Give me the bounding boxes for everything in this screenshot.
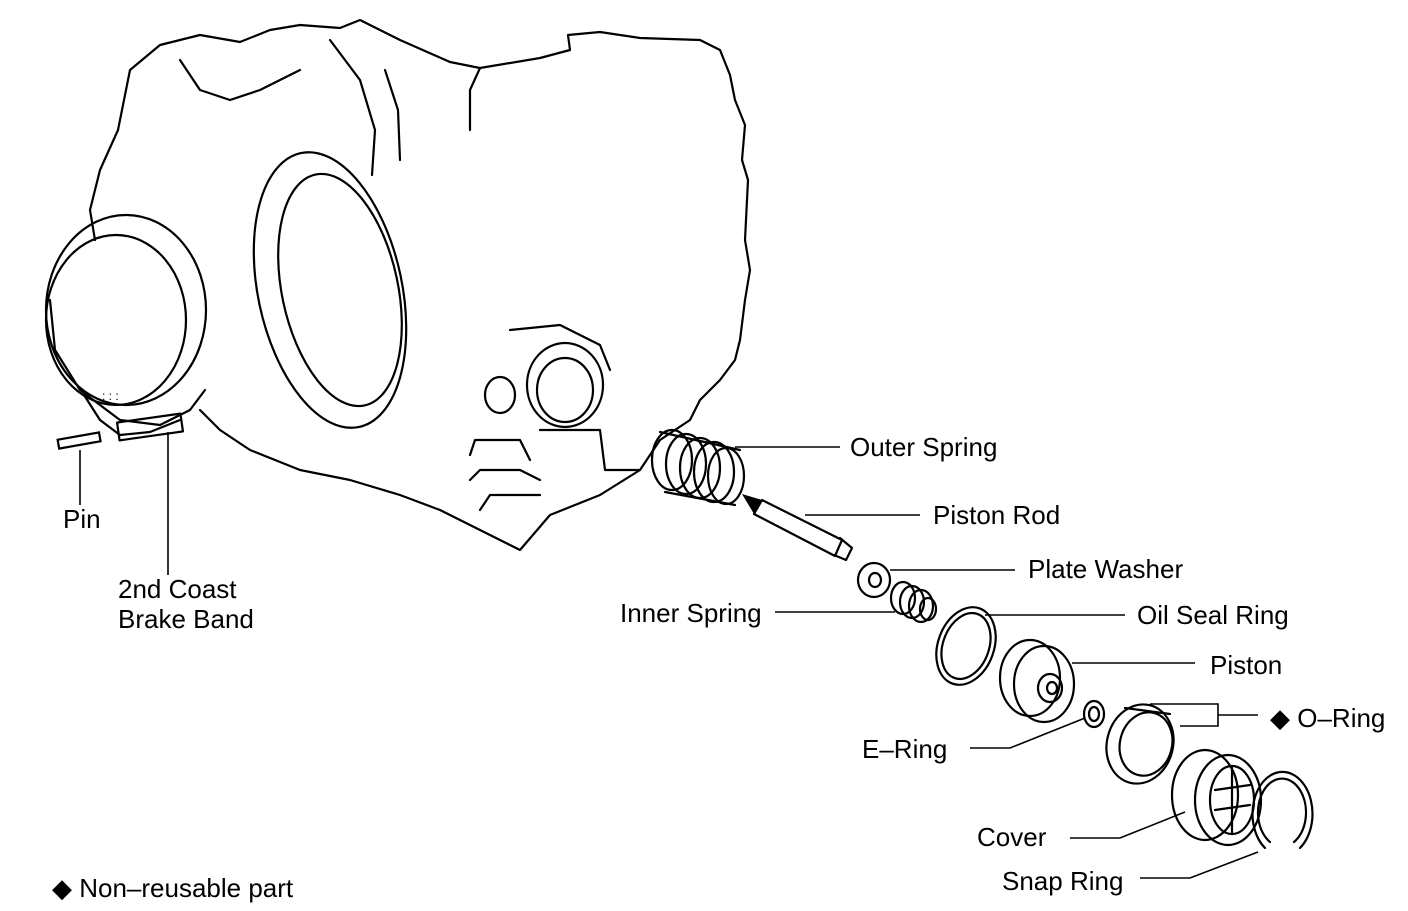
svg-text:: : :: : : : <box>102 389 119 403</box>
cover-leader <box>1070 811 1186 839</box>
transmission-case <box>88 18 752 552</box>
legend-text: Non–reusable part <box>79 873 294 903</box>
label-e-ring: E–Ring <box>862 734 948 764</box>
plate-washer-part <box>856 561 892 599</box>
legend-symbol: ◆ <box>52 873 72 903</box>
non-reusable-marker: ◆ <box>1270 703 1290 733</box>
pin-part <box>56 431 102 450</box>
legend: ◆ Non–reusable part <box>52 873 293 903</box>
label-piston-rod: Piston Rod <box>933 500 1061 530</box>
e-ring-part <box>1082 699 1106 729</box>
cover-part <box>1170 748 1263 847</box>
outer-spring-part <box>650 428 746 507</box>
brake-band: : : : <box>44 213 208 442</box>
label-o-ring: ◆ O–Ring <box>1270 703 1385 733</box>
label-snap-ring: Snap Ring <box>1002 866 1124 896</box>
o-ring-part <box>1105 703 1175 785</box>
label-plate-washer: Plate Washer <box>1028 554 1184 584</box>
oil-seal-ring-part <box>935 606 997 686</box>
label-outer-spring: Outer Spring <box>850 432 998 462</box>
snap-ring-part <box>1251 770 1314 850</box>
piston-part <box>998 638 1076 724</box>
label-inner-spring: Inner Spring <box>620 598 762 628</box>
label-piston: Piston <box>1210 650 1283 680</box>
label-pin: Pin <box>63 504 101 534</box>
label-brake-band-line2: Brake Band <box>118 604 254 634</box>
label-cover: Cover <box>977 822 1047 852</box>
label-oil-seal-ring: Oil Seal Ring <box>1137 600 1289 630</box>
piston-rod-part <box>742 494 854 562</box>
label-brake-band-line1: 2nd Coast <box>118 574 237 604</box>
label-o-ring-text: O–Ring <box>1297 703 1386 733</box>
e-ring-leader <box>970 717 1086 749</box>
snap-ring-leader <box>1140 851 1259 879</box>
inner-spring-part <box>889 580 938 624</box>
